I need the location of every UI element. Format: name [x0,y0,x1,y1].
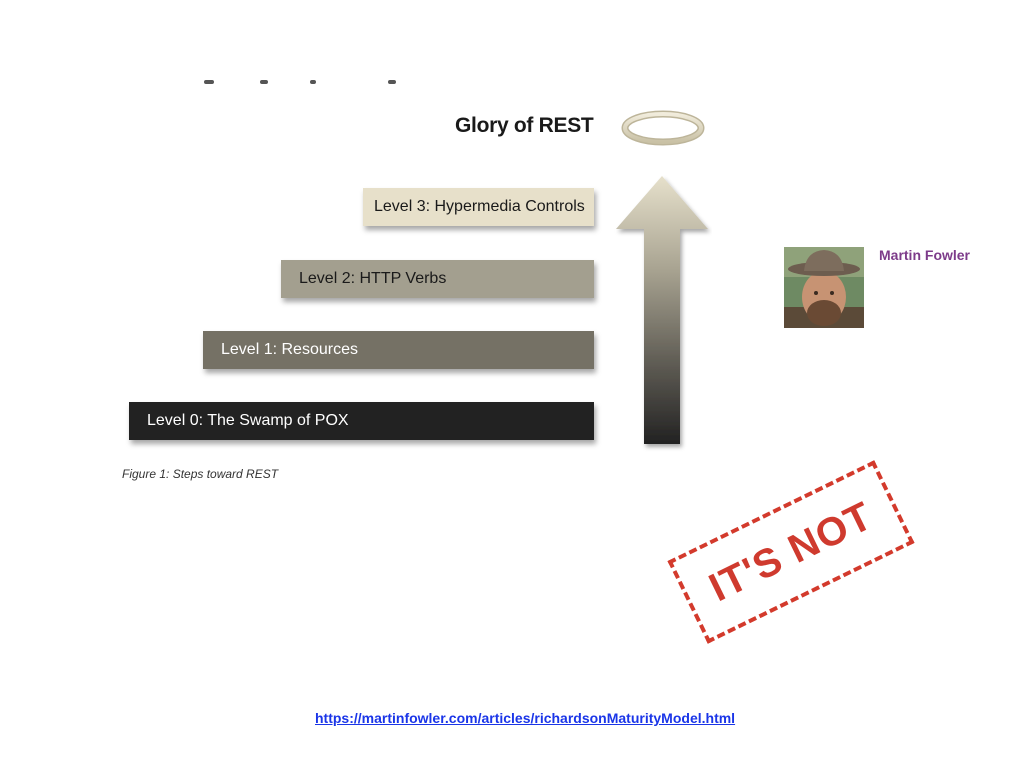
halo-icon [621,110,705,146]
level-0-step: Level 0: The Swamp of POX [129,402,594,440]
stamp-text: IT'S NOT [702,493,880,610]
level-2-label: Level 2: HTTP Verbs [299,270,447,287]
level-2-step: Level 2: HTTP Verbs [281,260,594,298]
source-link[interactable]: https://martinfowler.com/articles/richar… [315,710,736,726]
level-3-label: Level 3: Hypermedia Controls [374,198,585,215]
up-arrow-icon [616,176,708,444]
level-3-step: Level 3: Hypermedia Controls [363,188,594,226]
figure-caption: Figure 1: Steps toward REST [122,467,279,481]
level-1-label: Level 1: Resources [221,341,358,358]
level-0-label: Level 0: The Swamp of POX [147,412,349,429]
glory-of-rest-label: Glory of REST [455,114,594,137]
author-name: Martin Fowler [879,247,971,263]
level-1-step: Level 1: Resources [203,331,594,369]
cropped-text-fragment [200,72,420,88]
author-avatar [784,247,864,328]
its-not-stamp: IT'S NOT [667,460,915,644]
